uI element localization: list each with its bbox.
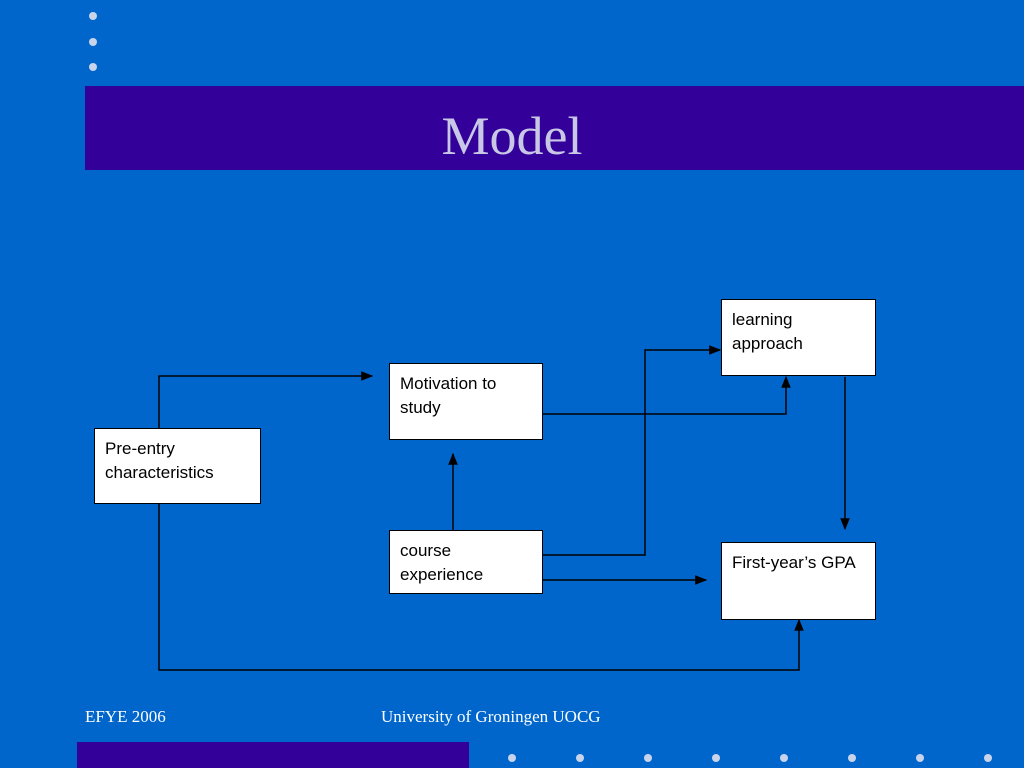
footer-left: EFYE 2006: [85, 707, 166, 726]
node-first-year-gpa: First-year’s GPA: [721, 542, 876, 620]
decor-dot: [848, 754, 856, 762]
title-band: [85, 86, 1024, 170]
decor-dot: [89, 12, 97, 20]
edge-course-to-learning: [543, 345, 722, 556]
node-pre-entry: Pre-entry characteristics: [94, 428, 261, 504]
decor-dot: [984, 754, 992, 762]
decor-dot: [89, 38, 97, 46]
bottom-band: [77, 742, 469, 768]
node-learning-approach: learning approach: [721, 299, 876, 376]
node-course-experience: course experience: [389, 530, 543, 594]
decor-dot: [780, 754, 788, 762]
decor-dot: [576, 754, 584, 762]
decor-dot: [644, 754, 652, 762]
edge-pre-entry-to-motivation: [158, 371, 374, 428]
decor-dot: [508, 754, 516, 762]
decor-dot: [712, 754, 720, 762]
node-motivation: Motivation to study: [389, 363, 543, 440]
slide-title: Model: [441, 106, 583, 166]
decor-dot: [916, 754, 924, 762]
edge-pre-entry-to-gpa: [158, 504, 804, 671]
edge-motivation-to-learning: [543, 375, 791, 415]
decor-dot: [89, 63, 97, 71]
footer-center: University of Groningen UOCG: [381, 707, 601, 726]
